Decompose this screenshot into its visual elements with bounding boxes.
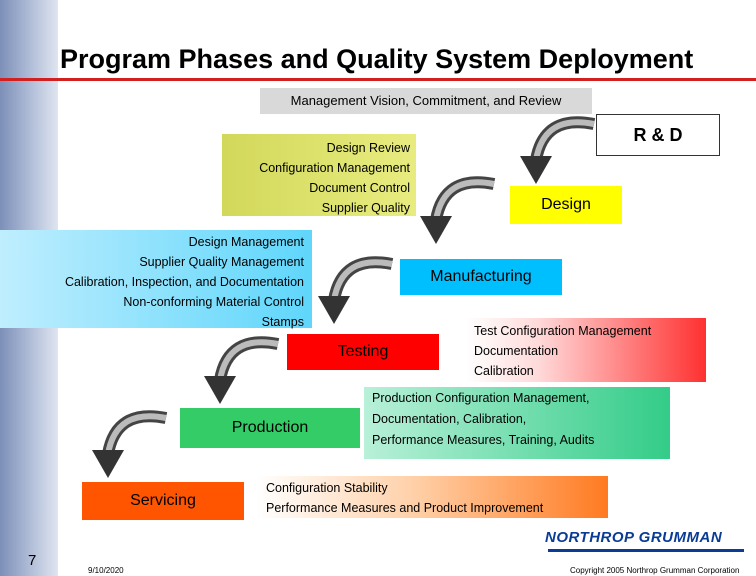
activity-line: Configuration Stability (266, 478, 608, 498)
phase-manufacturing-box: Manufacturing (400, 259, 562, 295)
activity-line: Calibration, Inspection, and Documentati… (0, 272, 304, 292)
curved-arrow-icon (86, 408, 168, 480)
northrop-grumman-logo: NORTHROP GRUMMAN (545, 526, 745, 550)
activity-line: Performance Measures, Training, Audits (372, 430, 670, 451)
phase-design-box: Design (510, 186, 622, 224)
curved-arrow-icon (414, 174, 496, 246)
activity-line: Stamps (0, 312, 304, 332)
slide-date: 9/10/2020 (88, 566, 124, 575)
testing-activities-box: Test Configuration Management Documentat… (466, 318, 706, 382)
servicing-activities-box: Configuration Stability Performance Meas… (256, 476, 608, 518)
phase-servicing-box: Servicing (82, 482, 244, 520)
activity-line: Performance Measures and Product Improve… (266, 498, 608, 518)
activity-line: Production Configuration Management, (372, 388, 670, 409)
slide-title: Program Phases and Quality System Deploy… (60, 44, 693, 75)
activity-line: Supplier Quality Management (0, 252, 304, 272)
phase-rd-box: R & D (596, 114, 720, 156)
title-underline (0, 78, 756, 81)
activity-line: Test Configuration Management (474, 321, 706, 341)
management-vision-banner: Management Vision, Commitment, and Revie… (260, 88, 592, 114)
curved-arrow-icon (312, 254, 394, 326)
production-activities-box: Production Configuration Management, Doc… (364, 387, 670, 459)
logo-text: NORTHROP GRUMMAN (545, 529, 722, 546)
copyright-notice: Copyright 2005 Northrop Grumman Corporat… (570, 566, 739, 575)
design-activities-box: Design Review Configuration Management D… (222, 134, 416, 216)
activity-line: Documentation, Calibration, (372, 409, 670, 430)
activity-line: Design Review (222, 138, 410, 158)
phase-testing-box: Testing (287, 334, 439, 370)
activity-line: Supplier Quality (222, 198, 410, 218)
activity-line: Document Control (222, 178, 410, 198)
activity-line: Calibration (474, 361, 706, 381)
manufacturing-activities-box: Design Management Supplier Quality Manag… (0, 230, 312, 328)
activity-line: Design Management (0, 232, 304, 252)
phase-production-box: Production (180, 408, 360, 448)
page-number: 7 (28, 552, 36, 569)
curved-arrow-icon (514, 114, 596, 186)
activity-line: Configuration Management (222, 158, 410, 178)
logo-underline (548, 549, 744, 552)
activity-line: Non-conforming Material Control (0, 292, 304, 312)
activity-line: Documentation (474, 341, 706, 361)
curved-arrow-icon (198, 334, 280, 406)
